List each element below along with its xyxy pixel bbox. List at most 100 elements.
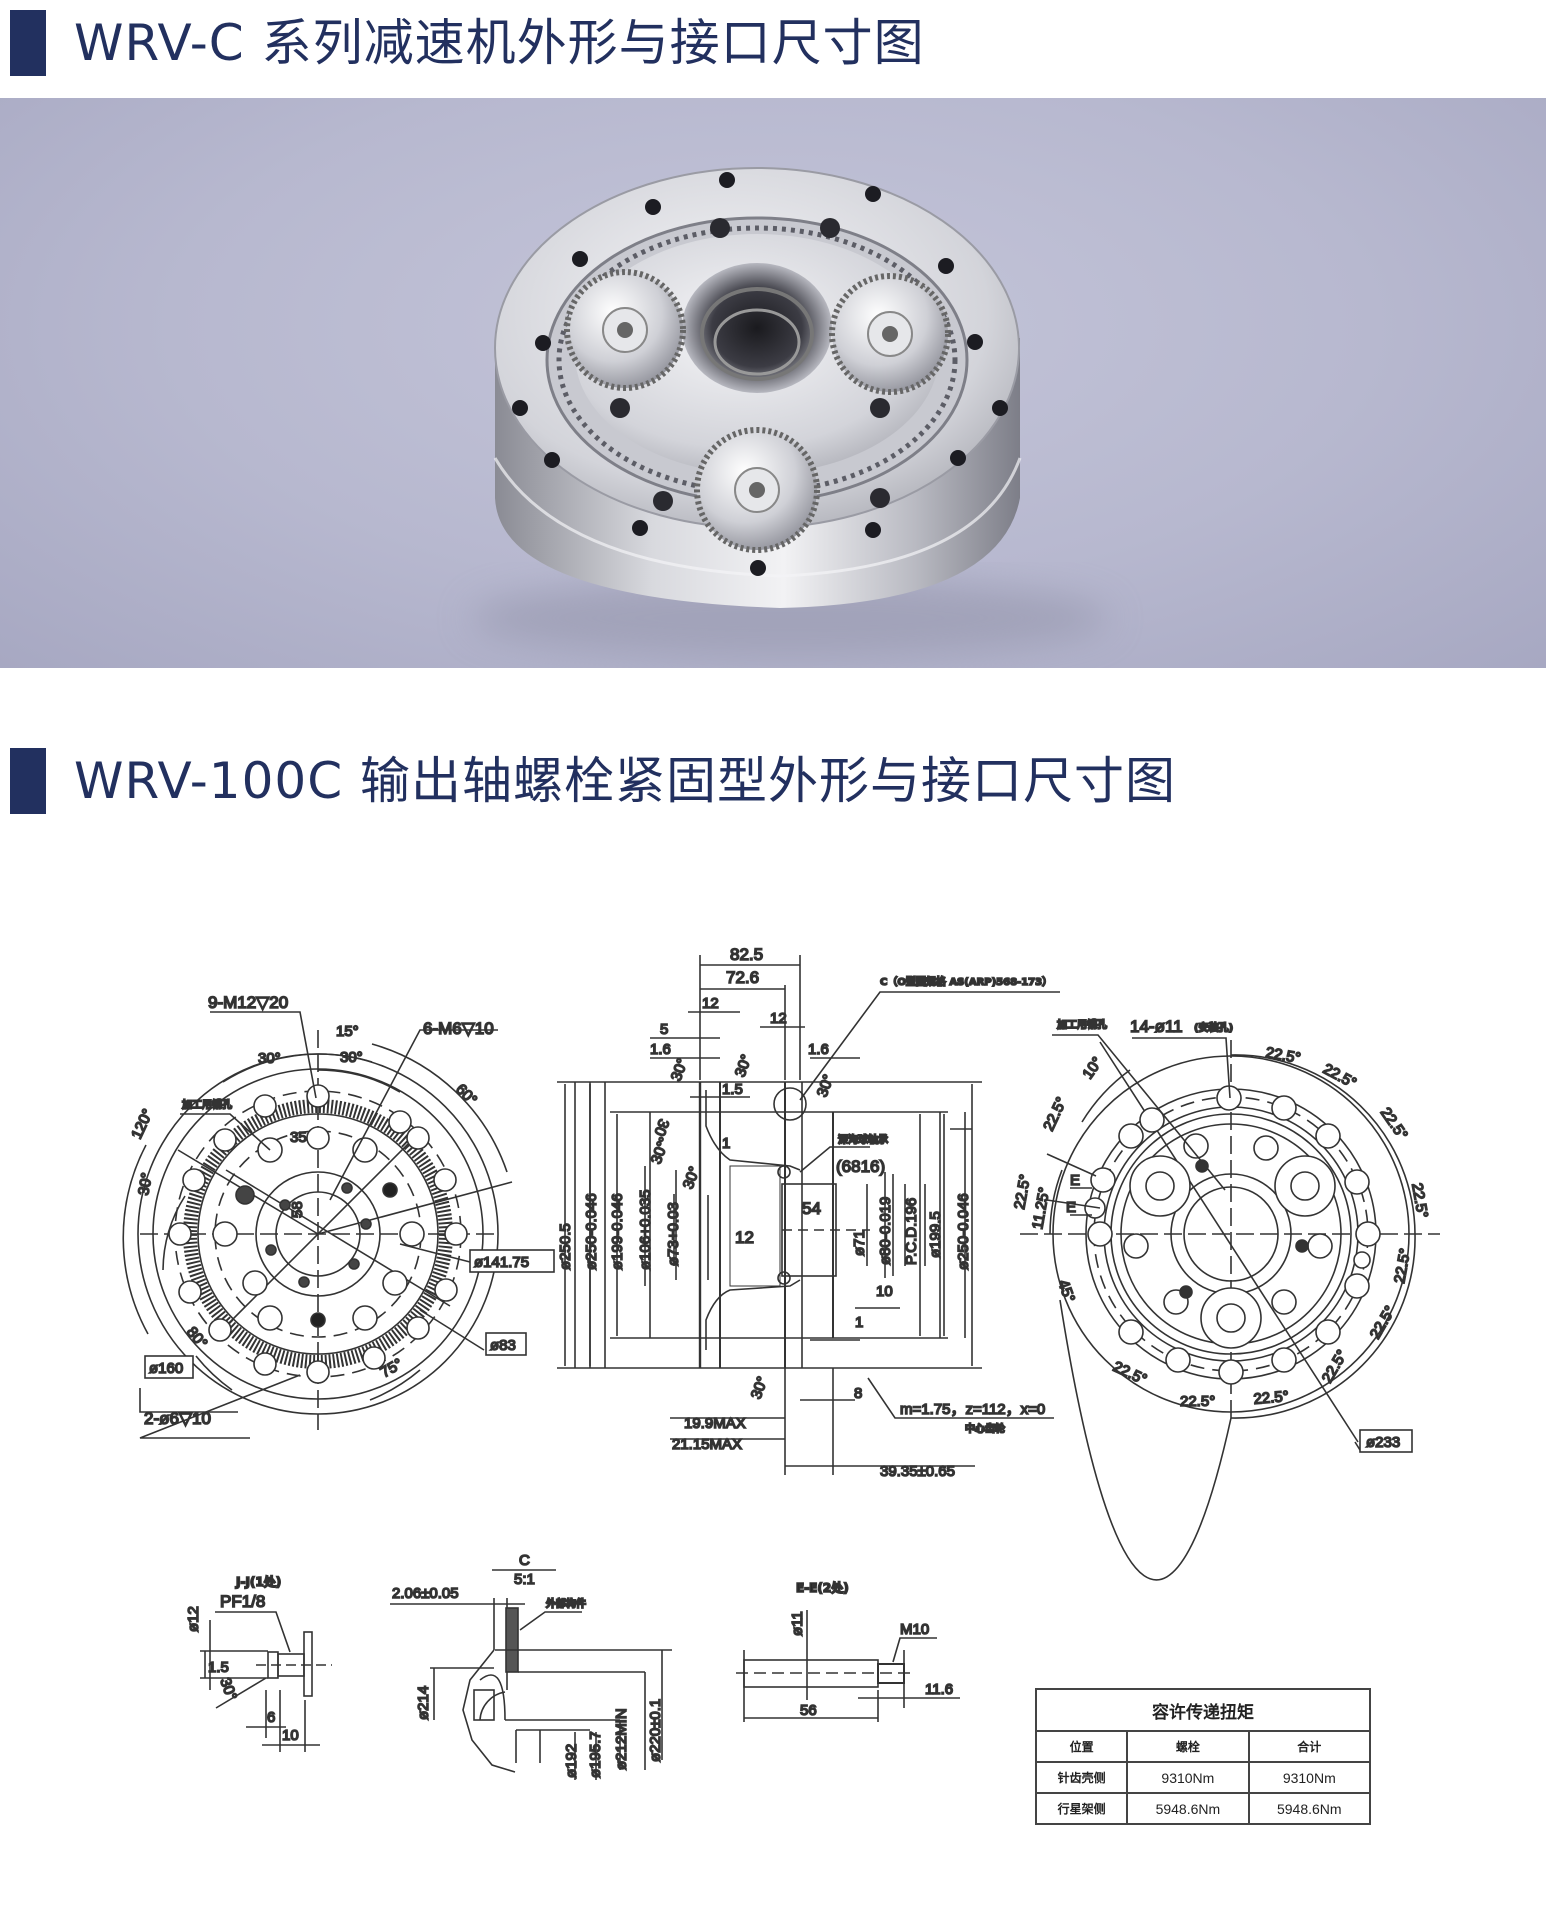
dim-5: 5	[660, 1021, 668, 1038]
detail-c-external-part: 外部构件	[545, 1597, 586, 1610]
gear-spec: m=1.75，z=112，x=0	[900, 1401, 1045, 1418]
rear-angle-10-deg: 10°	[1079, 1054, 1106, 1082]
dim-83: ø83	[490, 1337, 516, 1354]
callout-process-hole: 加工用销孔	[181, 1098, 232, 1111]
bearing-model: (6816)	[836, 1157, 885, 1176]
dim-39-35: 39.35±0.65	[880, 1463, 955, 1480]
rear-mount-note: (安装孔)	[1194, 1021, 1233, 1034]
detail-c-d214: ø214	[415, 1686, 432, 1720]
angle-120: 120°	[128, 1106, 157, 1141]
dim-250-tol: ø250-0.046	[583, 1193, 600, 1270]
section-view	[557, 955, 1060, 1475]
dim-1-top: 1	[722, 1135, 730, 1152]
dim-71: ø71	[851, 1230, 868, 1256]
rear-angle-9: 22.5°	[1180, 1393, 1215, 1410]
detail-ee-thread: M10	[900, 1621, 929, 1638]
rear-angle-12: 22.5°	[1011, 1173, 1034, 1211]
angle-80: 80°	[183, 1324, 211, 1352]
dim-199-5: ø199.5	[927, 1211, 944, 1258]
rear-angle-1: 22.5°	[1264, 1044, 1302, 1067]
rear-angle-45: 45°	[1054, 1278, 1078, 1305]
angle-15: 15°	[336, 1023, 359, 1040]
rear-angle-10: 22.5°	[1110, 1358, 1149, 1388]
detail-jj-d6: 6	[267, 1709, 275, 1726]
torque-table-caption: 容许传递扭矩	[1035, 1688, 1371, 1732]
dim-8: 8	[854, 1385, 862, 1402]
row-bolt: 5948.6Nm	[1126, 1792, 1250, 1825]
table-row: 行星架侧 5948.6Nm 5948.6Nm	[1034, 1792, 1372, 1825]
detail-ee-d11-6: 11.6	[925, 1681, 953, 1698]
dim-19-9-max: 19.9MAX	[684, 1415, 746, 1432]
rear-angle-11: 22.5°	[1040, 1095, 1070, 1134]
dim-35: 35	[290, 1129, 307, 1146]
detail-c-title: C	[519, 1552, 530, 1569]
product-image	[0, 98, 1546, 668]
dim-58: 58	[289, 1201, 306, 1218]
angle-30-a: 30°	[668, 1056, 692, 1083]
row-position: 行星架侧	[1034, 1792, 1129, 1825]
dim-12-inner: 12	[735, 1228, 754, 1247]
dim-12-left: 12	[702, 995, 719, 1012]
detail-c-d212: ø212MIN	[613, 1708, 630, 1770]
row-total: 5948.6Nm	[1247, 1792, 1372, 1825]
callout-m12-holes: 9-M12▽20	[208, 993, 288, 1012]
rear-process-hole: 加工用销孔	[1056, 1018, 1107, 1031]
section-accent-bar	[10, 10, 46, 76]
front-view	[122, 1011, 513, 1439]
detail-c-d220: ø220±0.1	[647, 1699, 664, 1762]
detail-c-scale: 5:1	[514, 1571, 535, 1588]
section-mark-e1: E	[1070, 1172, 1080, 1189]
detail-jj	[200, 1611, 332, 1752]
section-accent-bar	[10, 748, 46, 814]
dim-pcd-196: P.C.D.196	[903, 1198, 920, 1265]
dim-141-75: ø141.75	[474, 1254, 529, 1271]
dim-250-5: ø250.5	[557, 1223, 574, 1270]
dim-54: 54	[802, 1199, 821, 1218]
gear-note: 中心齿轮	[965, 1422, 1005, 1435]
dim-73-tol: ø73+0.03	[665, 1202, 682, 1266]
section-mark-e2: E	[1066, 1199, 1076, 1216]
detail-ee-title: E-E(2处)	[796, 1580, 849, 1595]
section-header-dimensions: WRV-100C 输出轴螺栓紧固型外形与接口尺寸图	[0, 728, 1546, 818]
rear-angle-4: 22.5°	[1408, 1182, 1431, 1220]
dim-1-6-left: 1.6	[650, 1041, 671, 1058]
angle-30-top-right: 30°	[340, 1049, 363, 1066]
dim-82-5: 82.5	[730, 945, 763, 964]
torque-table: 容许传递扭矩 位置 螺栓 合计 针齿壳侧 9310Nm 9310Nm 行星架侧 …	[1034, 1688, 1372, 1825]
header-total: 合计	[1247, 1730, 1372, 1763]
rear-angle-8: 22.5°	[1253, 1388, 1290, 1408]
callout-m6-holes: 6-M6▽10	[423, 1019, 494, 1038]
dim-1-5: 1.5	[722, 1081, 743, 1098]
angle-30-d: 30°	[648, 1117, 672, 1144]
table-row: 针齿壳侧 9310Nm 9310Nm	[1034, 1761, 1372, 1794]
dim-12-right: 12	[770, 1010, 787, 1027]
oring-note: C（O型圈规格 AS(ARP)568-173）	[880, 975, 1052, 988]
row-bolt: 9310Nm	[1126, 1761, 1250, 1794]
bearing-note: 深沟球轴承	[838, 1133, 888, 1146]
dim-1-6-right: 1.6	[808, 1041, 829, 1058]
dim-72-6: 72.6	[726, 968, 759, 987]
angle-30-b: 30°	[732, 1052, 756, 1079]
reducer-render-illustration	[470, 167, 1110, 658]
detail-jj-angle: 30°	[216, 1676, 240, 1703]
detail-c-d195-7: ø195.7	[587, 1731, 604, 1778]
angle-30-g: 30°	[748, 1374, 772, 1401]
detail-jj-d12: ø12	[185, 1606, 202, 1632]
table-header-row: 位置 螺栓 合计	[1034, 1730, 1372, 1763]
detail-ee	[736, 1610, 960, 1722]
detail-jj-thread: PF1/8	[220, 1592, 265, 1611]
detail-jj-title: J-J(1处)	[235, 1574, 281, 1589]
header-position: 位置	[1034, 1730, 1129, 1763]
detail-c	[390, 1569, 672, 1780]
dim-10: 10	[876, 1283, 893, 1300]
planet-gear-icon	[564, 269, 686, 391]
rear-mount-holes: 14-ø11	[1130, 1017, 1183, 1036]
callout-pin-holes: 2-ø6▽10	[144, 1409, 211, 1428]
dim-106-tol: ø106+0.035	[637, 1190, 654, 1271]
detail-ee-d56: 56	[800, 1702, 817, 1719]
dim-160: ø160	[149, 1360, 183, 1377]
header-bolt: 螺栓	[1126, 1730, 1250, 1763]
detail-c-d2-06: 2.06±0.05	[392, 1585, 459, 1602]
dim-199-tol: ø199-0.046	[609, 1193, 626, 1270]
rear-view	[1020, 1034, 1440, 1581]
